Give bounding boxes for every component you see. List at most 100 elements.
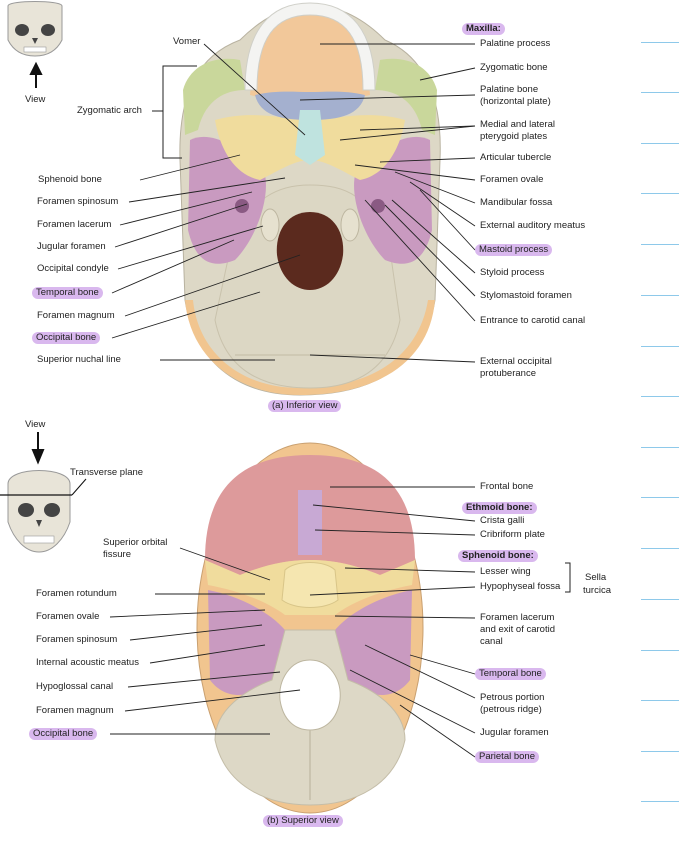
label-palatine-bone: Palatine bone [480,84,539,95]
thumb-inferior-skull [7,1,63,57]
sella-bracket [565,562,571,593]
note-line [641,92,679,93]
label-foramen-ovale: Foramen ovale [480,174,544,185]
label-entrance-carotid: Entrance to carotid canal [480,315,586,326]
label-styloid-process: Styloid process [480,267,545,278]
caption-superior-view: (b) Superior view [263,815,343,827]
superior-foramen-magnum [279,659,341,731]
label-jugular-foramen-b: Jugular foramen [480,727,549,738]
label-lacerum-3: canal [480,636,503,647]
label-parietal-bone: Parietal bone [475,751,539,763]
label-foramen-spinosum: Foramen spinosum [37,196,119,207]
superior-leaders-right [309,486,476,758]
thumb-inferior-view-label: View [25,94,46,105]
note-line [641,599,679,600]
label-sella: Sella [585,572,607,583]
inferior-leaders-left [111,43,306,361]
label-mastoid-process: Mastoid process [475,244,553,256]
label-vomer: Vomer [173,36,201,47]
note-line [641,447,679,448]
thumb-superior-view-arrow [31,432,45,465]
inferior-teeth [244,2,376,91]
transverse-plane-leader [71,478,87,496]
inferior-leaders-right [299,43,476,363]
label-ethmoid-bone: Ethmoid bone: [462,502,537,514]
label-horizontal-plate: (horizontal plate) [480,96,551,107]
label-sup-orbital-1: Superior orbital [103,537,168,548]
note-line [641,295,679,296]
label-zygomatic-arch: Zygomatic arch [77,105,142,116]
inferior-occipital-condyle-left [260,208,280,242]
label-pterygoid-2: pterygoid plates [480,131,548,142]
label-lesser-wing: Lesser wing [480,566,531,577]
note-line [641,396,679,397]
label-occipital-bone: Occipital bone [32,332,101,344]
label-cribriform-plate: Cribriform plate [480,529,545,540]
superior-view-skull [196,442,424,814]
label-foramen-rotundum: Foramen rotundum [36,588,117,599]
label-ext-occipital-2: protuberance [480,368,536,379]
label-pterygoid-1: Medial and lateral [480,119,555,130]
label-palatine-process: Palatine process [480,38,551,49]
superior-sella [281,562,339,608]
label-mandibular-fossa: Mandibular fossa [480,197,553,208]
note-line [641,42,679,43]
label-foramen-spinosum-b: Foramen spinosum [36,634,118,645]
label-lacerum-2: and exit of carotid [480,624,555,635]
label-petrous-2: (petrous ridge) [480,704,542,715]
note-line [641,346,679,347]
caption-inferior-view: (a) Inferior view [268,400,342,412]
inferior-foramen-right [371,199,385,213]
thumb-inferior-view-arrow [29,61,43,88]
superior-temporal-left [208,590,285,695]
label-turcica: turcica [583,585,611,596]
note-line [641,193,679,194]
label-superior-nuchal-line: Superior nuchal line [37,354,121,365]
label-foramen-magnum: Foramen magnum [37,310,115,321]
note-line [641,650,679,651]
label-frontal-bone: Frontal bone [480,481,534,492]
label-hypophyseal-fossa: Hypophyseal fossa [480,581,561,592]
label-foramen-magnum-b: Foramen magnum [36,705,114,716]
label-foramen-ovale-b: Foramen ovale [36,611,100,622]
label-lacerum-1: Foramen lacerum [480,612,555,623]
label-occipital-condyle: Occipital condyle [37,263,109,274]
label-external-auditory-meatus: External auditory meatus [480,220,586,231]
note-line [641,801,679,802]
label-occipital-bone-b: Occipital bone [29,728,98,740]
superior-ethmoid [298,490,322,555]
superior-leaders-left [109,547,301,735]
label-sup-orbital-2: fissure [103,549,131,560]
label-temporal-bone: Temporal bone [32,287,103,299]
note-line [641,244,679,245]
label-internal-acoustic-meatus: Internal acoustic meatus [36,657,139,668]
label-zygomatic-bone: Zygomatic bone [480,62,548,73]
label-foramen-lacerum: Foramen lacerum [37,219,112,230]
note-line [641,548,679,549]
label-crista-galli: Crista galli [480,515,525,526]
inferior-foramen-magnum [276,212,344,290]
note-line [641,751,679,752]
label-stylomastoid-foramen: Stylomastoid foramen [480,290,572,301]
label-ext-occipital-1: External occipital [480,356,552,367]
inferior-occipital-condyle-right [340,208,360,242]
inferior-maxilla [250,8,370,102]
label-petrous-1: Petrous portion [480,692,545,703]
label-articular-tubercle: Articular tubercle [480,152,552,163]
note-line [641,700,679,701]
note-line [641,497,679,498]
zygomatic-arch-bracket [162,65,197,159]
label-sphenoid-bone-b: Sphenoid bone: [458,550,538,562]
thumb-superior-view-label: View [25,419,46,430]
inferior-view-skull [179,2,441,396]
label-jugular-foramen: Jugular foramen [37,241,106,252]
inferior-vomer [295,110,325,165]
label-temporal-bone-b: Temporal bone [475,668,546,680]
label-hypoglossal-canal: Hypoglossal canal [36,681,114,692]
note-line [641,143,679,144]
label-transverse-plane: Transverse plane [70,467,144,478]
inferior-zygomatic-left [183,58,245,135]
label-maxilla: Maxilla: [462,23,505,35]
